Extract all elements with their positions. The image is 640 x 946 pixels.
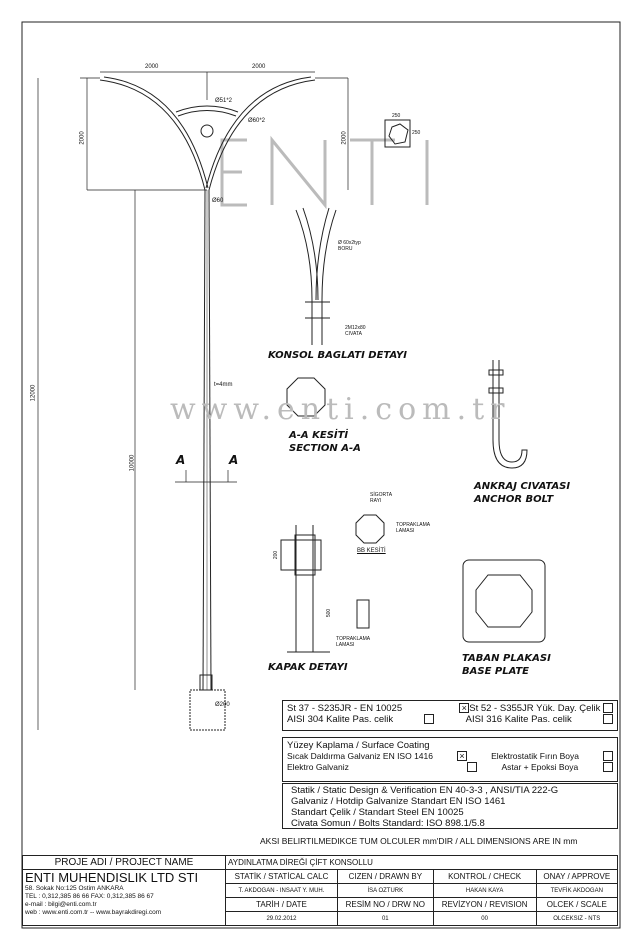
caption-konsol: KONSOL BAGLATI DETAYI [268,350,408,361]
section-aa-octagon [286,377,326,417]
label-arm-pipe: Ø60*2 [248,118,266,124]
material-st37: St 37 - S235JR - EN 10025 [287,703,403,714]
standard-line: Civata Somun / Bolts Standard: ISO 898.1… [291,818,485,829]
dimensions-note: AKSI BELIRTILMEDIKCE TUM OLCULER mm'DIR … [260,836,578,846]
value-drawn: İSA OZTURK [336,883,434,898]
anchor-bolt [488,360,528,469]
project-label: PROJE ADI / PROJECT NAME [22,855,226,870]
checkbox-hotdip[interactable]: × [457,751,468,761]
dim-arm-left: 2000 [145,64,159,70]
coating-hotdip: Sıcak Daldırma Galvaniz EN ISO 1416 [287,751,433,761]
header-check: KONTROL / CHECK [432,869,537,884]
caption-base-en: BASE PLATE [462,666,530,677]
label-box-h: 250 [412,130,421,136]
konsol-bolt-note: 2M12x80 CIVATA [345,325,366,337]
caption-section-tr: A-A KESİTİ [289,430,349,441]
checkbox-st52[interactable] [603,703,613,714]
value-approve: TEVFİK AKDOGAN [535,883,619,898]
material-aisi316: AISI 316 Kalite Pas. celik [465,714,572,725]
checkbox-powder[interactable] [603,751,613,761]
header-approve: ONAY / APPROVE [535,869,619,884]
dim-total-height: 12000 [30,384,37,402]
bb-section-label: BB KESİTİ [357,548,386,554]
watermark-logo [220,135,429,210]
coating-title: Yüzey Kaplama / Surface Coating [287,740,430,751]
checkbox-st37[interactable]: × [459,703,470,714]
label-box-w: 250 [392,113,401,119]
dim-arm-right: 2000 [252,64,266,70]
section-mark-left: A [176,453,186,467]
value-revision: 00 [432,911,537,926]
standard-line: Galvaniz / Hotdip Galvanize Standart EN … [291,796,506,807]
company-web: web : www.enti.com.tr -- www.bayrakdireg… [25,909,162,916]
value-scale: OLCEKSIZ - NTS [535,911,619,926]
label-base-pipe: Ø200 [215,702,230,708]
ground-note: TOPRAKLAMA LAMASI [396,522,430,534]
header-scale: OLCEK / SCALE [535,897,619,912]
material-aisi304: AISI 304 Kalite Pas. celik [287,714,394,725]
material-box: St 37 - S235JR - EN 10025 ×St 52 - S355J… [282,700,618,731]
konsol-detail [295,207,337,345]
coating-epoxy: Astar + Epoksi Boya [501,762,579,772]
watermark-url: www.enti.com.tr [170,392,511,427]
label-door-base: 500 [326,608,333,618]
coating-powder: Elektrostatik Fırın Boya [491,751,579,761]
sheet-border [21,21,621,929]
caption-anchor-en: ANCHOR BOLT [474,494,554,505]
dimension-lines [37,71,349,730]
base-plate [462,559,546,643]
checkbox-aisi316[interactable] [602,714,613,724]
box-detail [384,119,411,148]
company-address: 58. Sokak No:125 Ostim ANKARA [25,885,124,892]
dim-arm-height-left: 2000 [79,131,86,145]
value-static: T. AKDOGAN - INSAAT Y. MUH. [225,883,338,898]
header-drw-no: RESİM NO / DRW NO [336,897,434,912]
value-drw-no: 01 [336,911,434,926]
checkbox-epoxy[interactable] [602,762,613,772]
coating-box: Yüzey Kaplama / Surface Coating Sıcak Da… [282,737,618,782]
standard-line: Standart Çelik / Standart Steel EN 10025 [291,807,464,818]
label-top-pipe: Ø60 [212,198,224,204]
fuse-rail-note: SİGORTA RAYI [370,492,392,504]
company-name: ENTI MUHENDISLIK LTD STI [25,870,199,886]
standards-box: Statik / Static Design & Verification EN… [282,783,618,829]
label-thickness: t=4mm [214,382,233,388]
caption-section-en: SECTION A-A [289,443,361,454]
caption-anchor-tr: ANKRAJ CIVATASI [474,481,571,492]
caption-kapak: KAPAK DETAYI [268,662,348,673]
value-date: 29.02.2012 [225,911,338,926]
checkbox-aisi304[interactable] [424,714,435,724]
company-phone: TEL : 0,312,385 86 66 FAX: 0,312,385 86 … [25,893,154,900]
caption-base-tr: TABAN PLAKASI [462,653,551,664]
header-drawn: CIZEN / DRAWN BY [336,869,434,884]
header-static: STATİK / STATİCAL CALC [225,869,338,884]
label-arc-pipe: Ø51*2 [215,98,233,104]
company-email: e-mail : bilgi@enti.com.tr [25,901,97,908]
konsol-pipe-note: Ø 60x2typ BORU [338,240,361,252]
material-st52: St 52 - S355JR Yük. Day. Çelik [469,703,601,714]
project-name: AYDINLATMA DİREĞİ ÇİFT KONSOLLU [225,855,618,870]
dim-pole-height: 10000 [129,454,136,472]
dim-arm-height-right: 2000 [341,131,348,145]
title-block: PROJE ADI / PROJECT NAME AYDINLATMA DİRE… [22,855,619,926]
ground-note-2: TOPRAKLAMA LAMASI [336,636,370,648]
value-check: HAKAN KAYA [432,883,537,898]
coating-electro: Elektro Galvaniz [287,762,349,772]
header-revision: REVİZYON / REVISION [432,897,537,912]
section-mark-right: A [229,453,239,467]
header-date: TARİH / DATE [225,897,338,912]
label-door-h: 200 [273,550,280,560]
standard-line: Statik / Static Design & Verification EN… [291,785,559,796]
pole-elevation [99,76,316,731]
kapak-detail [280,514,385,653]
checkbox-electro[interactable] [466,762,477,772]
